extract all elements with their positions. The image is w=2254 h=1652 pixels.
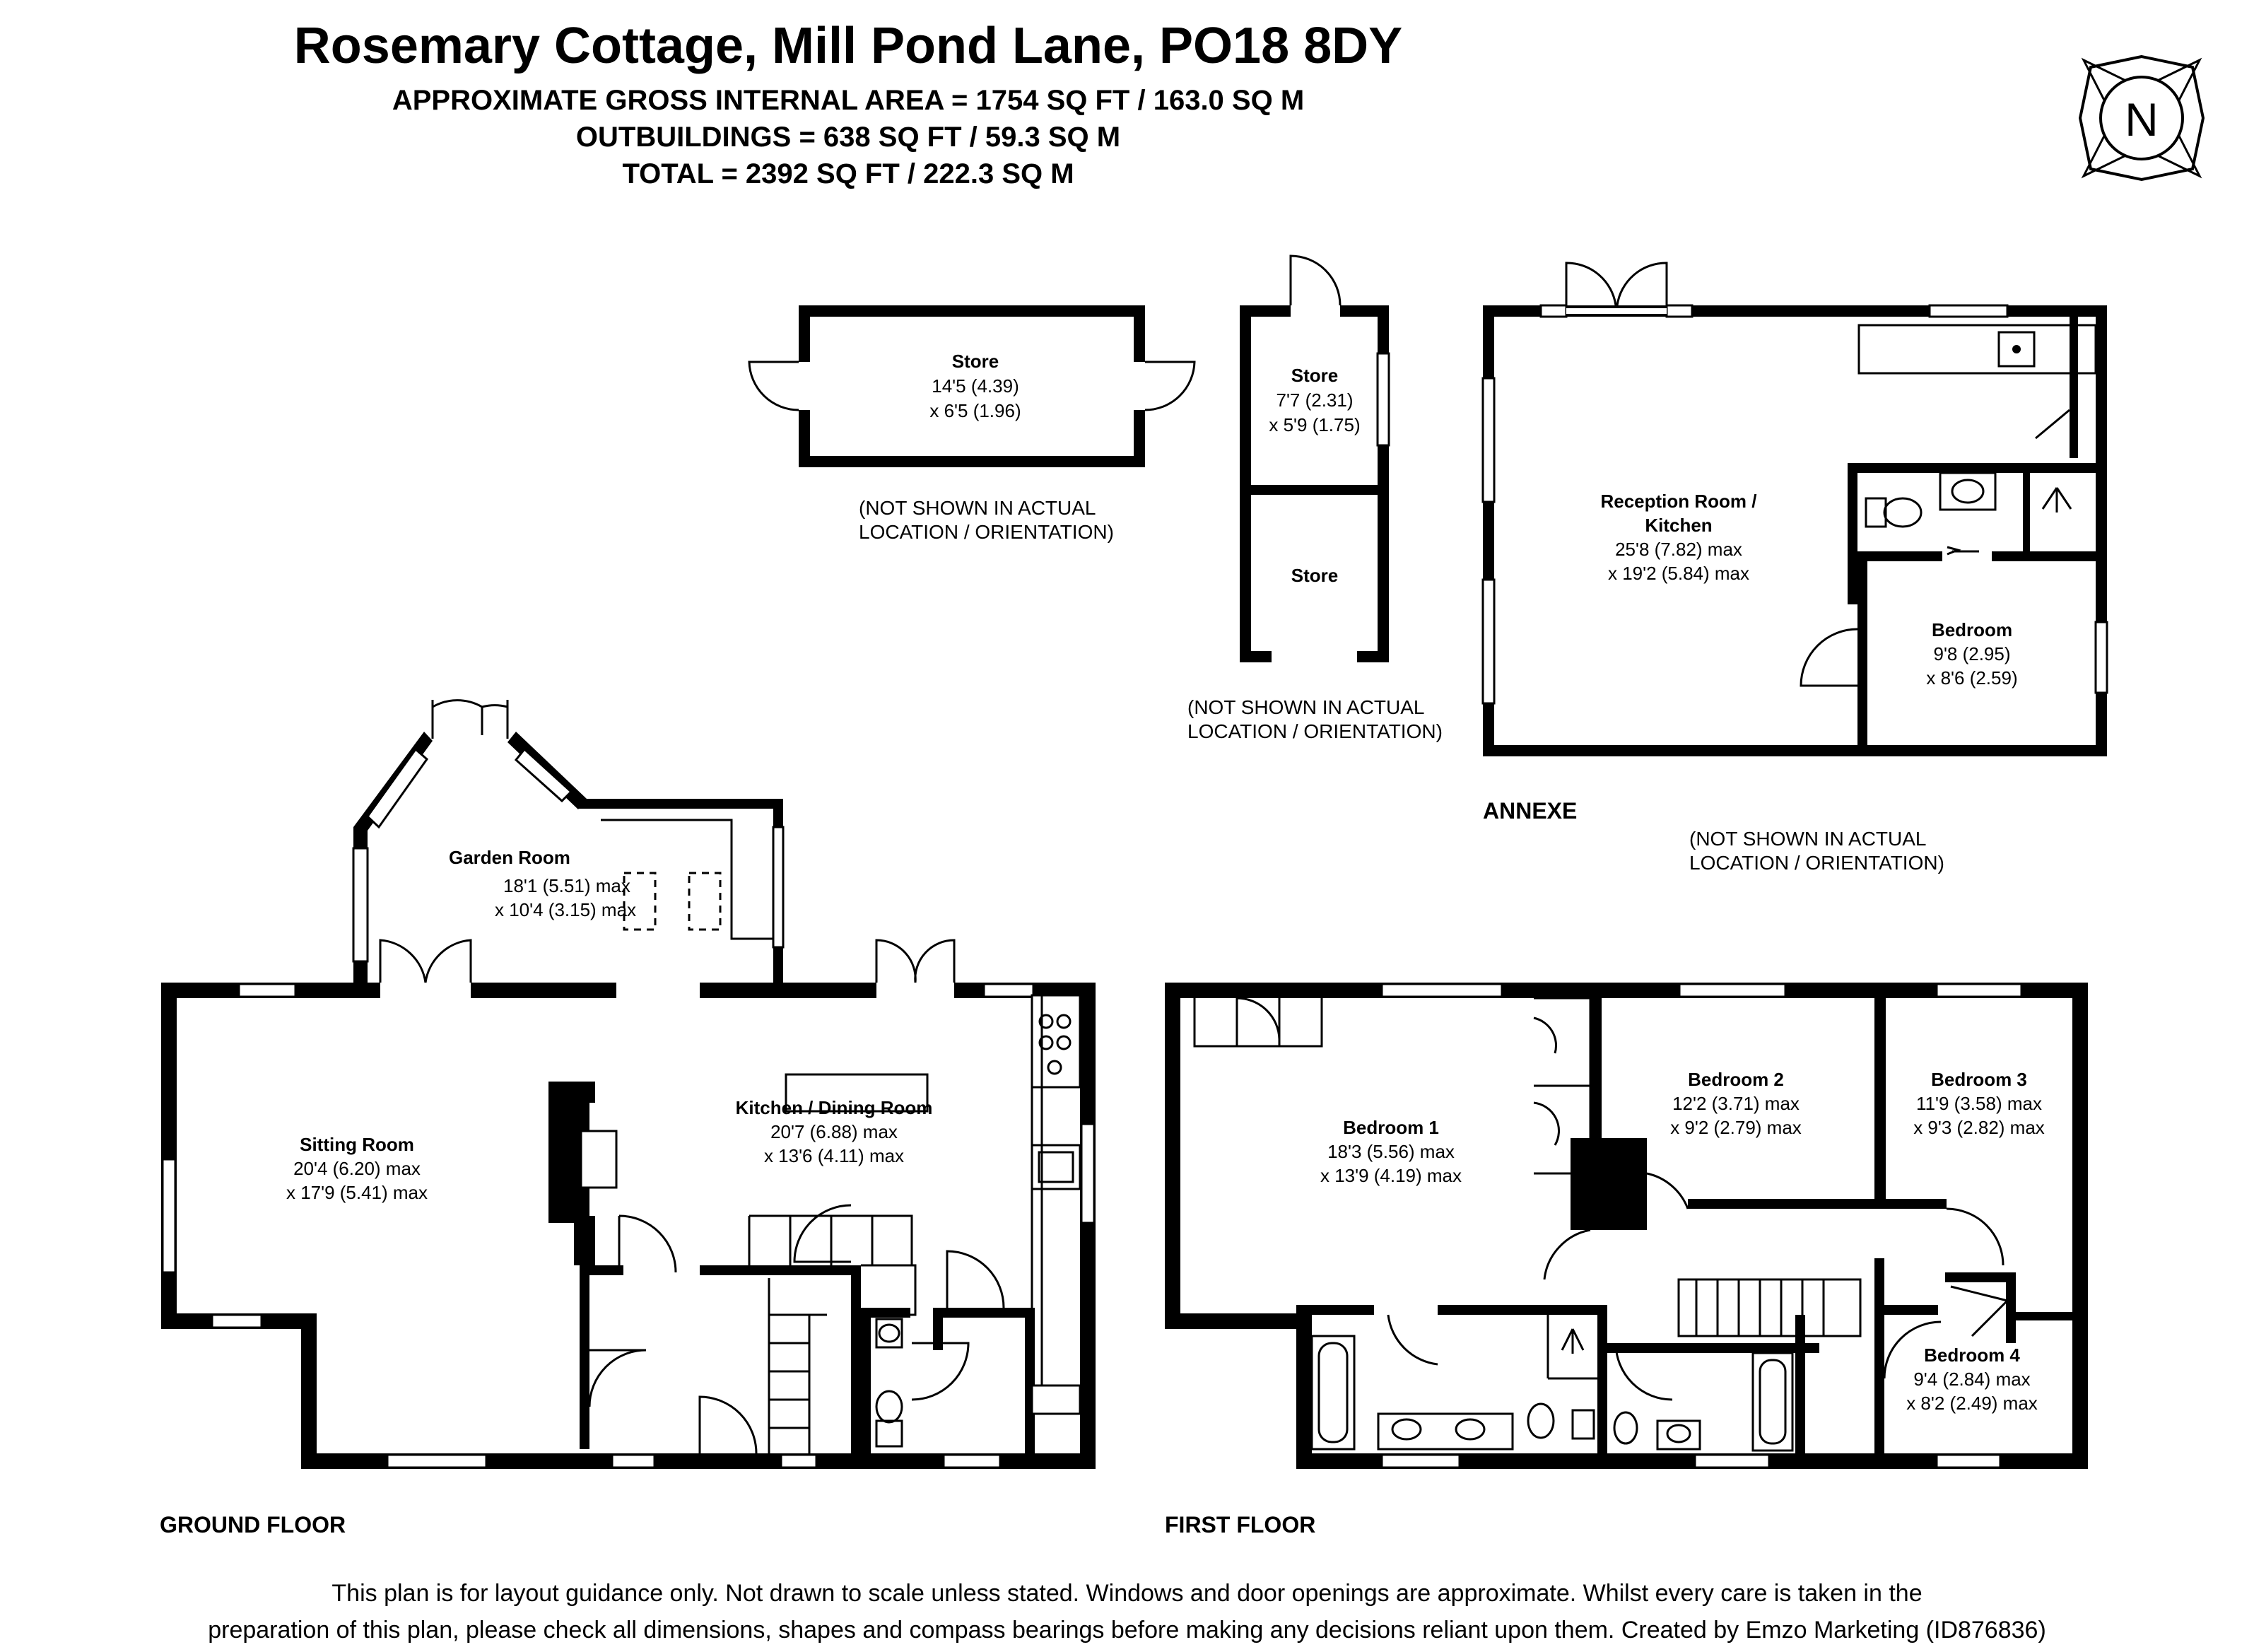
bedroom-2-label: Bedroom 2 12'2 (3.71) max x 9'2 (2.79) m… — [1670, 1069, 1802, 1138]
reception-name-2: Kitchen — [1645, 515, 1712, 536]
garden-room-dim1: 18'1 (5.51) max — [503, 875, 630, 896]
store-1-label: Store 14'5 (4.39) x 6'5 (1.96) — [929, 351, 1021, 421]
annexe-bedroom-name: Bedroom — [1932, 619, 2012, 640]
garden-room-dim2: x 10'4 (3.15) max — [495, 899, 636, 920]
page-title: Rosemary Cottage, Mill Pond Lane, PO18 8… — [293, 18, 1403, 74]
note-line-2: LOCATION / ORIENTATION) — [1689, 852, 1944, 874]
bedroom-2-dim2: x 9'2 (2.79) max — [1670, 1117, 1802, 1138]
note-line-2: LOCATION / ORIENTATION) — [859, 521, 1114, 543]
garden-room-name: Garden Room — [449, 847, 570, 868]
north-compass-icon: N — [2078, 54, 2205, 182]
bedroom-1-dim2: x 13'9 (4.19) max — [1320, 1165, 1462, 1186]
store-2-name: Store — [1291, 365, 1338, 386]
disclaimer-line-1: This plan is for layout guidance only. N… — [331, 1580, 1923, 1607]
bedroom-1-dim1: 18'3 (5.56) max — [1327, 1141, 1455, 1162]
store-building-2 — [1240, 254, 1390, 662]
reception-label: Reception Room / Kitchen 25'8 (7.82) max… — [1600, 491, 1756, 584]
first-floor-plan — [1165, 983, 2088, 1469]
bedroom-3-name: Bedroom 3 — [1931, 1069, 2027, 1090]
bedroom-2-name: Bedroom 2 — [1688, 1069, 1784, 1090]
store-1-name: Store — [952, 351, 999, 372]
note-line-1: (NOT SHOWN IN ACTUAL — [859, 497, 1096, 519]
bedroom-4-dim1: 9'4 (2.84) max — [1913, 1369, 2030, 1390]
total-area-text: TOTAL = 2392 SQ FT / 222.3 SQ M — [622, 158, 1074, 189]
bedroom-4-dim2: x 8'2 (2.49) max — [1906, 1393, 2038, 1414]
store-2-dim1: 7'7 (2.31) — [1276, 389, 1353, 411]
store-2-dim2: x 5'9 (1.75) — [1269, 414, 1360, 435]
sitting-room-label: Sitting Room 20'4 (6.20) max x 17'9 (5.4… — [286, 1134, 428, 1203]
kitchen-dining-dim1: 20'7 (6.88) max — [770, 1121, 898, 1142]
sitting-room-dim1: 20'4 (6.20) max — [293, 1158, 421, 1179]
bedroom-4-label: Bedroom 4 9'4 (2.84) max x 8'2 (2.49) ma… — [1906, 1345, 2038, 1414]
kitchen-dining-label: Kitchen / Dining Room 20'7 (6.88) max x … — [736, 1097, 933, 1166]
store-2-note: (NOT SHOWN IN ACTUAL LOCATION / ORIENTAT… — [1187, 696, 1443, 742]
compass-letter: N — [2125, 93, 2159, 146]
ground-floor-plan — [161, 699, 1096, 1469]
kitchen-dining-dim2: x 13'6 (4.11) max — [764, 1145, 904, 1166]
store-1-dim2: x 6'5 (1.96) — [929, 400, 1021, 421]
store-building-1 — [748, 305, 1196, 467]
bedroom-3-dim1: 11'9 (3.58) max — [1916, 1093, 2042, 1114]
annexe-building — [1481, 262, 2108, 756]
first-floor-section-label: FIRST FLOOR — [1165, 1512, 1315, 1537]
note-line-2: LOCATION / ORIENTATION) — [1187, 720, 1443, 742]
outbuildings-area-text: OUTBUILDINGS = 638 SQ FT / 59.3 SQ M — [575, 122, 1121, 153]
note-line-1: (NOT SHOWN IN ACTUAL — [1689, 828, 1927, 850]
note-line-1: (NOT SHOWN IN ACTUAL — [1187, 696, 1425, 718]
bedroom-4-name: Bedroom 4 — [1924, 1345, 2020, 1366]
annexe-section-label: ANNEXE — [1483, 798, 1577, 824]
reception-name-1: Reception Room / — [1600, 491, 1756, 512]
garden-room-label: Garden Room 18'1 (5.51) max x 10'4 (3.15… — [449, 847, 636, 920]
sitting-room-name: Sitting Room — [300, 1134, 414, 1155]
bedroom-3-label: Bedroom 3 11'9 (3.58) max x 9'3 (2.82) m… — [1913, 1069, 2045, 1138]
annexe-bedroom-dim2: x 8'6 (2.59) — [1926, 667, 2017, 689]
disclaimer-line-2: preparation of this plan, please check a… — [208, 1617, 2046, 1644]
ground-floor-section-label: GROUND FLOOR — [160, 1512, 346, 1537]
store-3-name: Store — [1291, 565, 1338, 586]
bedroom-2-dim1: 12'2 (3.71) max — [1672, 1093, 1800, 1114]
annexe-bedroom-dim1: 9'8 (2.95) — [1933, 643, 2010, 664]
kitchen-dining-name: Kitchen / Dining Room — [736, 1097, 933, 1118]
annexe-note: (NOT SHOWN IN ACTUAL LOCATION / ORIENTAT… — [1689, 828, 1944, 874]
annexe-bedroom-label: Bedroom 9'8 (2.95) x 8'6 (2.59) — [1926, 619, 2017, 689]
sitting-room-dim2: x 17'9 (5.41) max — [286, 1182, 428, 1203]
bedroom-3-dim2: x 9'3 (2.82) max — [1913, 1117, 2045, 1138]
gross-area-text: APPROXIMATE GROSS INTERNAL AREA = 1754 S… — [392, 85, 1305, 116]
reception-dim2: x 19'2 (5.84) max — [1608, 563, 1749, 584]
store-2-label: Store 7'7 (2.31) x 5'9 (1.75) — [1269, 365, 1360, 435]
bedroom-1-name: Bedroom 1 — [1343, 1117, 1439, 1138]
reception-dim1: 25'8 (7.82) max — [1615, 539, 1742, 560]
store-1-note: (NOT SHOWN IN ACTUAL LOCATION / ORIENTAT… — [859, 497, 1114, 543]
store-1-dim1: 14'5 (4.39) — [932, 375, 1019, 397]
bedroom-1-label: Bedroom 1 18'3 (5.56) max x 13'9 (4.19) … — [1320, 1117, 1462, 1186]
